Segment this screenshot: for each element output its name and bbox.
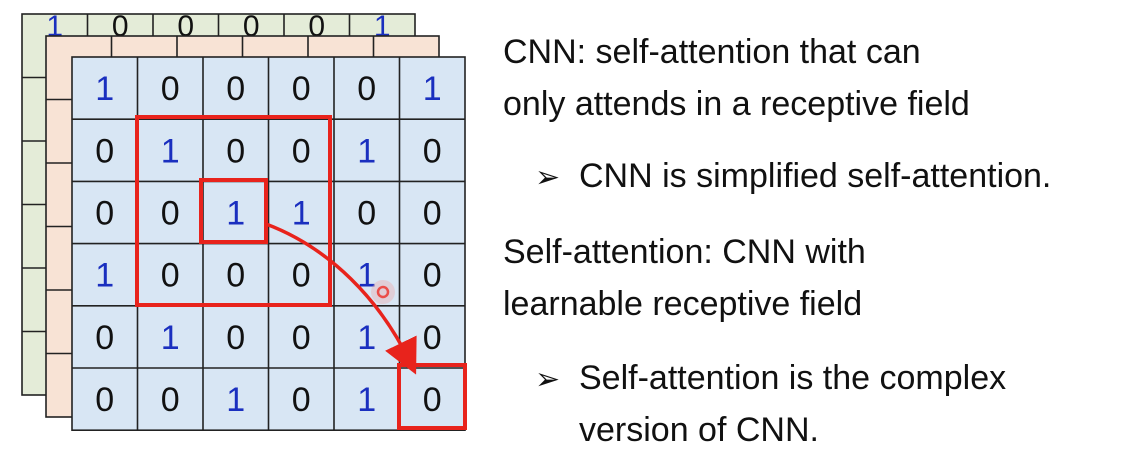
grid-cell-value: 0 [226, 319, 245, 357]
grid-cell-value: 0 [95, 319, 114, 357]
receptive-field-box [135, 115, 332, 307]
grid-cell-value: 0 [292, 381, 311, 419]
green-layer-peek-value: 0 [177, 10, 194, 43]
grid-cell-value: 0 [95, 132, 114, 170]
green-layer-peek-value: 0 [308, 10, 325, 43]
target-cell-box [397, 363, 467, 430]
grid-cell-value: 0 [161, 381, 180, 419]
explanation-panel: CNN: self-attention that can only attend… [503, 26, 1123, 456]
grid-cell-value: 0 [161, 257, 180, 295]
green-layer-peek-value: 1 [374, 10, 391, 43]
grid-cell-value: 1 [161, 132, 180, 170]
cursor-glow [371, 280, 395, 304]
bullet-self-attention-complex: ➢ Self-attention is the complex version of… [503, 352, 1123, 456]
grid-cell-value: 0 [423, 257, 442, 295]
grid-cell-value: 1 [357, 381, 376, 419]
self-attention-definition-line-2: learnable receptive field [503, 285, 863, 323]
grid-cell-value: 0 [161, 70, 180, 108]
cnn-definition-line-1: CNN: self-attention that can [503, 33, 921, 71]
attention-arrow [265, 222, 417, 375]
grid-cell-value: 0 [95, 381, 114, 419]
grid-cell-value: 0 [292, 132, 311, 170]
grid-cell-value: 0 [226, 257, 245, 295]
grid-cell-value: 0 [292, 70, 311, 108]
bullet-arrow-icon: ➢ [535, 362, 561, 397]
grid-cell-value: 0 [292, 319, 311, 357]
self-attention-definition-line-1: Self-attention: CNN with [503, 233, 866, 271]
front-layer-grid: 1 0 0 0 0 1 0 1 0 0 1 0 0 0 1 1 0 0 1 0 0 0 1 0 0 1 0 0 1 0 0 0 1 0 1 0 [71, 56, 466, 432]
highlights [135, 115, 467, 430]
grid-cell-value: 1 [292, 195, 311, 233]
cursor-dot [376, 285, 390, 299]
grid-cell-value: 1 [357, 132, 376, 170]
cnn-definition-line-2: only attends in a receptive field [503, 85, 970, 123]
bullet-cnn-simplified: ➢ CNN is simplified self-attention. [503, 150, 1123, 204]
grid-cell-value: 1 [423, 70, 442, 108]
green-layer-peek-value: 0 [243, 10, 260, 43]
bullet-self-attention-line-2: version of CNN. [579, 411, 819, 449]
bullet-arrow-icon: ➢ [535, 160, 561, 195]
bullet-self-attention-line-1: Self-attention is the complex [579, 359, 1007, 397]
grid-cell-value: 0 [357, 70, 376, 108]
grid-cell-value: 1 [95, 257, 114, 295]
grid-cell-value: 0 [423, 319, 442, 357]
grid-cell-value: 1 [226, 195, 245, 233]
grid-cell-value: 0 [357, 195, 376, 233]
grid-cell-value: 1 [161, 319, 180, 357]
grid-cell-value: 0 [161, 195, 180, 233]
grid-cell-value: 1 [226, 381, 245, 419]
grid-cell-value: 0 [292, 257, 311, 295]
grid-cell-value: 1 [357, 257, 376, 295]
grid-cell-value: 1 [95, 70, 114, 108]
grid-cell-value: 0 [95, 195, 114, 233]
green-layer-peek-value: 1 [46, 10, 63, 43]
grid-cell-value: 0 [423, 195, 442, 233]
grid-cell-value: 0 [423, 381, 442, 419]
cnn-definition: CNN: self-attention that can only attend… [503, 26, 1123, 130]
self-attention-definition: Self-attention: CNN with learnable recep… [503, 226, 1123, 330]
green-layer-peek-value: 0 [112, 10, 129, 43]
center-cell-box [199, 178, 268, 244]
grid-cell-value: 1 [357, 319, 376, 357]
grid-cell-value: 0 [226, 132, 245, 170]
grid-cell-value: 0 [423, 132, 442, 170]
bullet-cnn-simplified-text: CNN is simplified self-attention. [579, 157, 1052, 195]
grid-cell-value: 0 [226, 70, 245, 108]
